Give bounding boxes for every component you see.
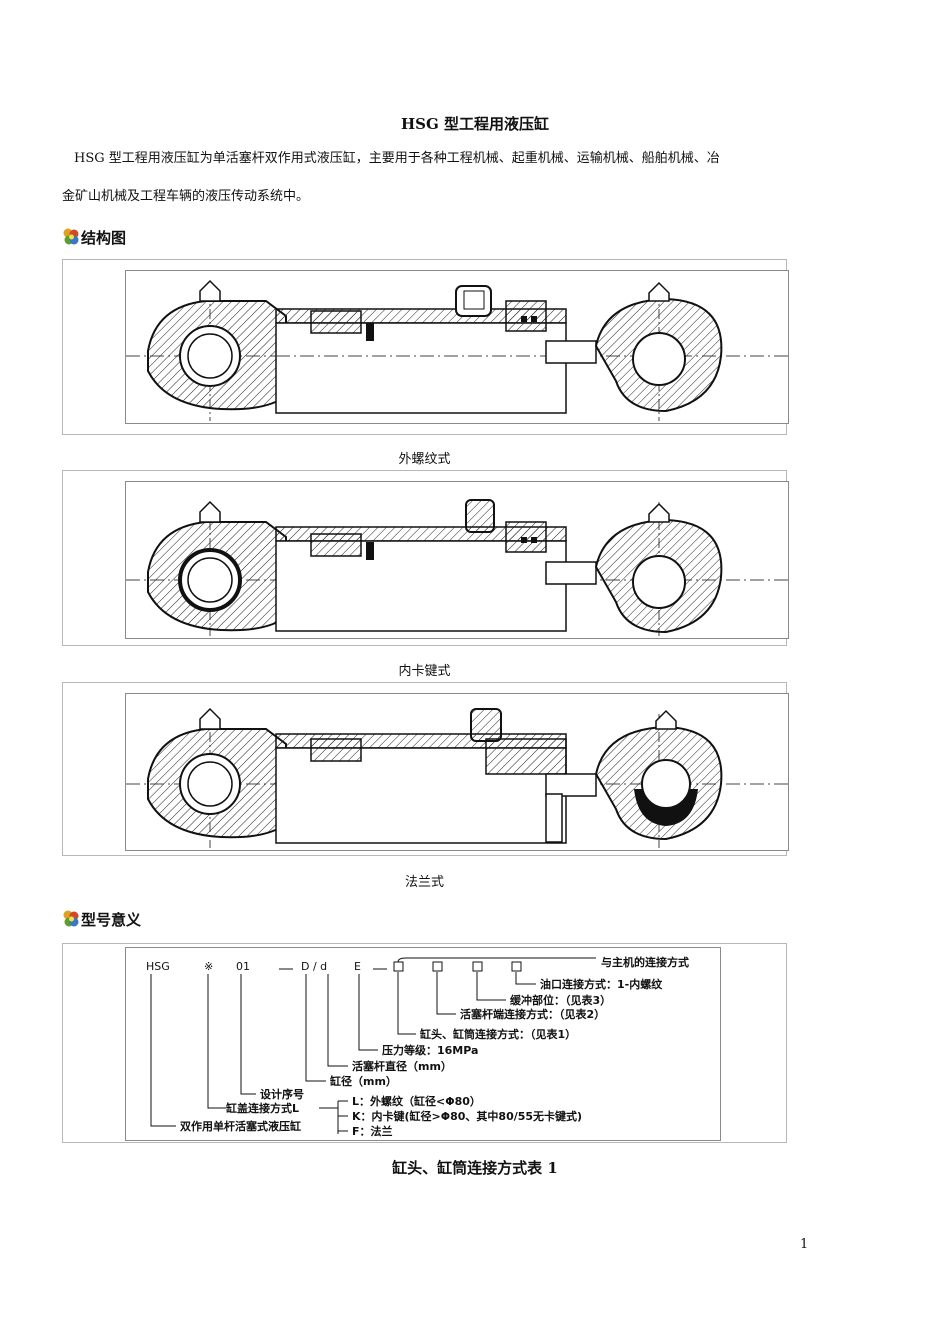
label-cap-l: L：外螺纹（缸径<Φ80） bbox=[352, 1094, 481, 1108]
code-dd: D / d bbox=[301, 960, 327, 973]
document-title: HSG 型工程用液压缸 bbox=[400, 115, 550, 133]
table-title: 缸头、缸筒连接方式表 1 bbox=[392, 1159, 558, 1177]
label-oil-port: 油口连接方式：1-内螺纹 bbox=[540, 977, 663, 991]
label-type-name: 双作用单杆活塞式液压缸 bbox=[180, 1119, 301, 1133]
cylinder-drawing-internal-key bbox=[125, 481, 789, 639]
flower-bullet-icon bbox=[62, 909, 80, 929]
section-heading-model: 型号意义 bbox=[62, 909, 141, 933]
model-code-frame: HSG ※ 01 D / d E bbox=[62, 943, 787, 1143]
label-cap-f: F：法兰 bbox=[352, 1124, 393, 1138]
caption-internal-key: 内卡键式 bbox=[398, 664, 451, 679]
cylinder-section-svg bbox=[126, 499, 788, 636]
label-bore: 缸径（mm） bbox=[329, 1074, 397, 1088]
diagram-frame-internal-key bbox=[62, 470, 789, 646]
label-connection-main: 与主机的连接方式 bbox=[601, 955, 689, 969]
intro-paragraph-line2: 金矿山机械及工程车辆的液压传动系统中。 bbox=[62, 189, 310, 204]
page-number: 1 bbox=[800, 1237, 809, 1252]
model-code-diagram: HSG ※ 01 D / d E bbox=[125, 947, 721, 1141]
label-rod-dia: 活塞杆直径（mm） bbox=[352, 1059, 452, 1073]
section-heading-model-text: 型号意义 bbox=[81, 911, 142, 929]
cylinder-drawing-external-thread bbox=[125, 270, 789, 424]
intro-paragraph-line1: HSG 型工程用液压缸为单活塞杆双作用式液压缸，主要用于各种工程机械、起重机械、… bbox=[74, 151, 720, 166]
caption-external-thread: 外螺纹式 bbox=[398, 452, 451, 467]
label-cap-k: K：内卡键(缸径>Φ80、其中80/55无卡键式) bbox=[352, 1109, 582, 1123]
section-heading-structure: 结构图 bbox=[62, 227, 126, 251]
diagram-frame-external-thread bbox=[62, 259, 789, 435]
flower-bullet-icon bbox=[62, 227, 80, 247]
section-heading-structure-text: 结构图 bbox=[81, 229, 127, 247]
label-head-tube: 缸头、缸筒连接方式：（见表1） bbox=[419, 1027, 576, 1041]
code-01: 01 bbox=[236, 960, 250, 973]
cylinder-drawing-flange bbox=[125, 693, 789, 851]
code-hsg: HSG bbox=[146, 960, 170, 973]
cylinder-section-svg bbox=[126, 279, 788, 421]
label-buffer: 缓冲部位：（见表3） bbox=[510, 993, 611, 1007]
model-code-svg: HSG ※ 01 D / d E bbox=[146, 955, 689, 1138]
label-cap-conn: 缸盖连接方式L bbox=[225, 1101, 299, 1115]
diagram-frame-flange bbox=[62, 682, 789, 856]
caption-flange: 法兰式 bbox=[404, 875, 444, 890]
label-rod-end: 活塞杆端连接方式：（见表2） bbox=[460, 1007, 605, 1021]
label-design-seq: 设计序号 bbox=[260, 1087, 304, 1101]
label-pressure: 压力等级：16MPa bbox=[382, 1043, 478, 1057]
code-star: ※ bbox=[204, 960, 213, 973]
cylinder-section-svg bbox=[126, 707, 788, 848]
code-e: E bbox=[354, 960, 361, 973]
